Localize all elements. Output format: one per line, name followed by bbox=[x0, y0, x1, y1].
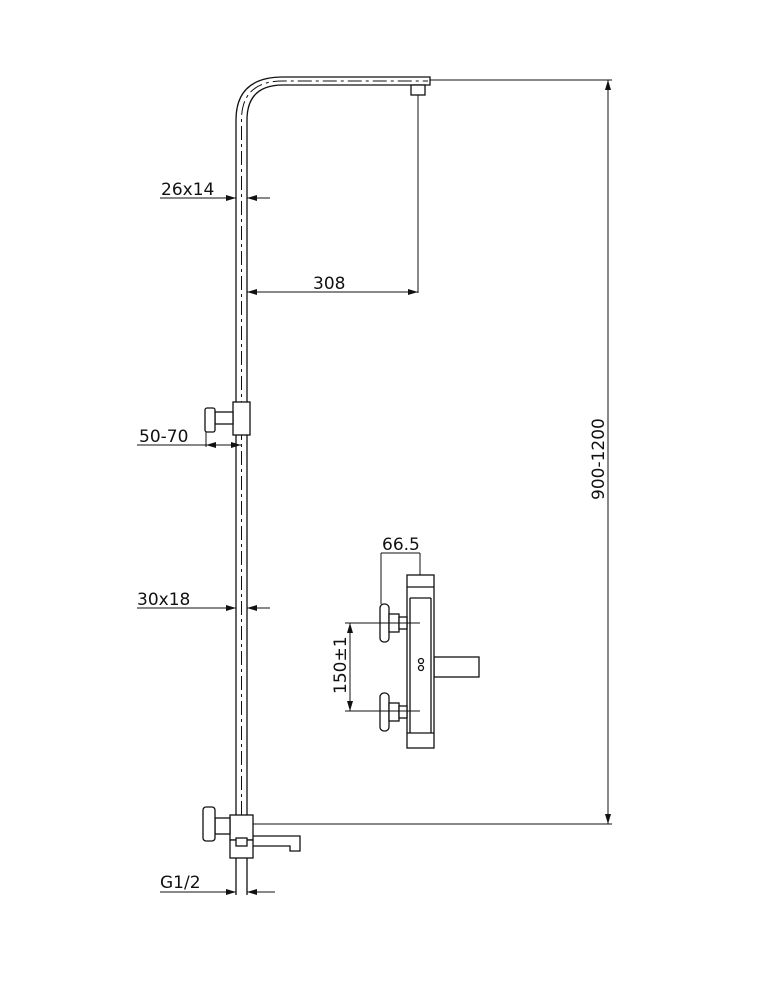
slide-bracket bbox=[204, 401, 251, 436]
valve-depth-dimension: 66.5 bbox=[380, 535, 421, 604]
shower-column-pipe bbox=[235, 76, 431, 815]
diverter-valve bbox=[202, 806, 301, 895]
inlet-thread-dimension: G1/2 bbox=[160, 873, 275, 895]
dim-inlet-thread: G1/2 bbox=[160, 873, 201, 893]
dim-tube-lower: 30x18 bbox=[137, 590, 190, 610]
indicator-dot bbox=[417, 664, 425, 672]
tube-lower-dimension: 30x18 bbox=[137, 590, 270, 611]
indicator-dot bbox=[417, 657, 425, 665]
shower-head bbox=[410, 84, 426, 293]
tube-upper-dimension: 26x14 bbox=[160, 180, 270, 201]
dim-valve-depth: 66.5 bbox=[382, 535, 420, 555]
dim-arm-reach: 308 bbox=[313, 274, 345, 294]
dim-tube-upper: 26x14 bbox=[161, 180, 214, 200]
thermostatic-valve bbox=[345, 574, 480, 749]
dim-total-height: 900-1200 bbox=[589, 418, 609, 500]
inlet-knob-lower bbox=[379, 692, 408, 732]
inlet-spacing-dimension: 150±1 bbox=[331, 623, 353, 711]
dim-inlet-spacing: 150±1 bbox=[331, 636, 351, 694]
height-dimension: 900-1200 bbox=[253, 79, 612, 825]
arm-reach-dimension: 308 bbox=[247, 274, 418, 295]
bracket-offset-dimension: 50-70 bbox=[137, 427, 241, 448]
dim-bracket-offset: 50-70 bbox=[139, 427, 188, 447]
